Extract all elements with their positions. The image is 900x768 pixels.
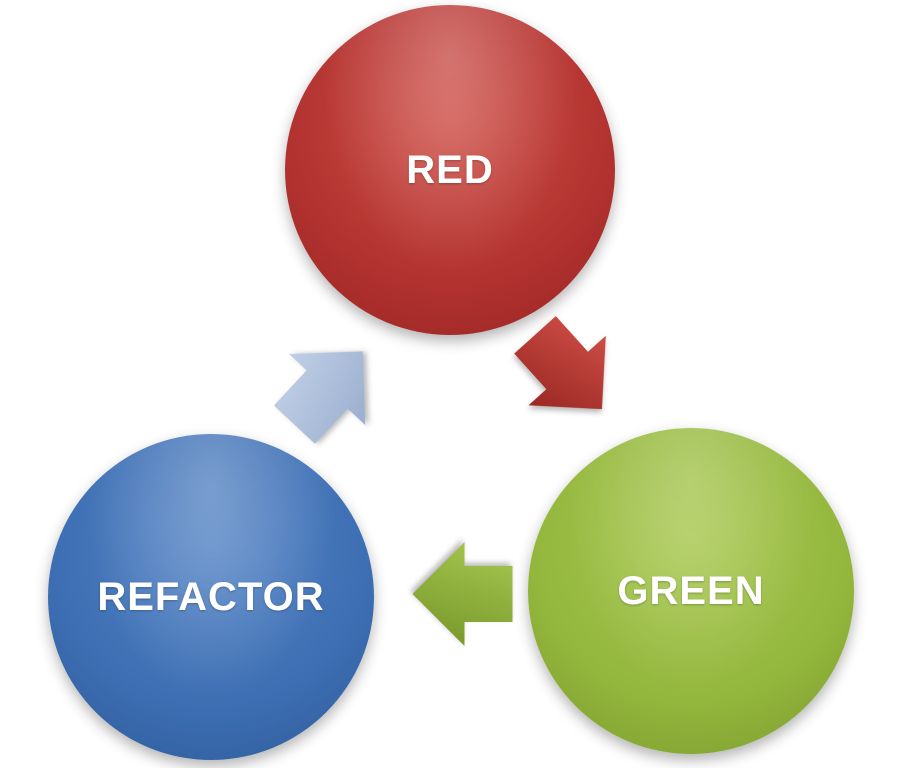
node-red: RED <box>285 5 615 335</box>
node-red-label: RED <box>406 147 494 192</box>
arrow-refactor-to-red-shape <box>273 351 366 444</box>
arrow-green-to-refactor-shape <box>412 542 513 646</box>
arrow-red-to-green-icon <box>514 316 606 410</box>
arrow-red-to-green-shape <box>514 316 606 410</box>
node-refactor-label: REFACTOR <box>97 574 325 619</box>
node-refactor: REFACTOR <box>48 434 374 760</box>
arrow-green-to-refactor-icon <box>412 542 513 646</box>
node-green-label: GREEN <box>617 568 765 613</box>
node-green: GREEN <box>528 428 854 754</box>
arrow-refactor-to-red-icon <box>273 351 366 444</box>
